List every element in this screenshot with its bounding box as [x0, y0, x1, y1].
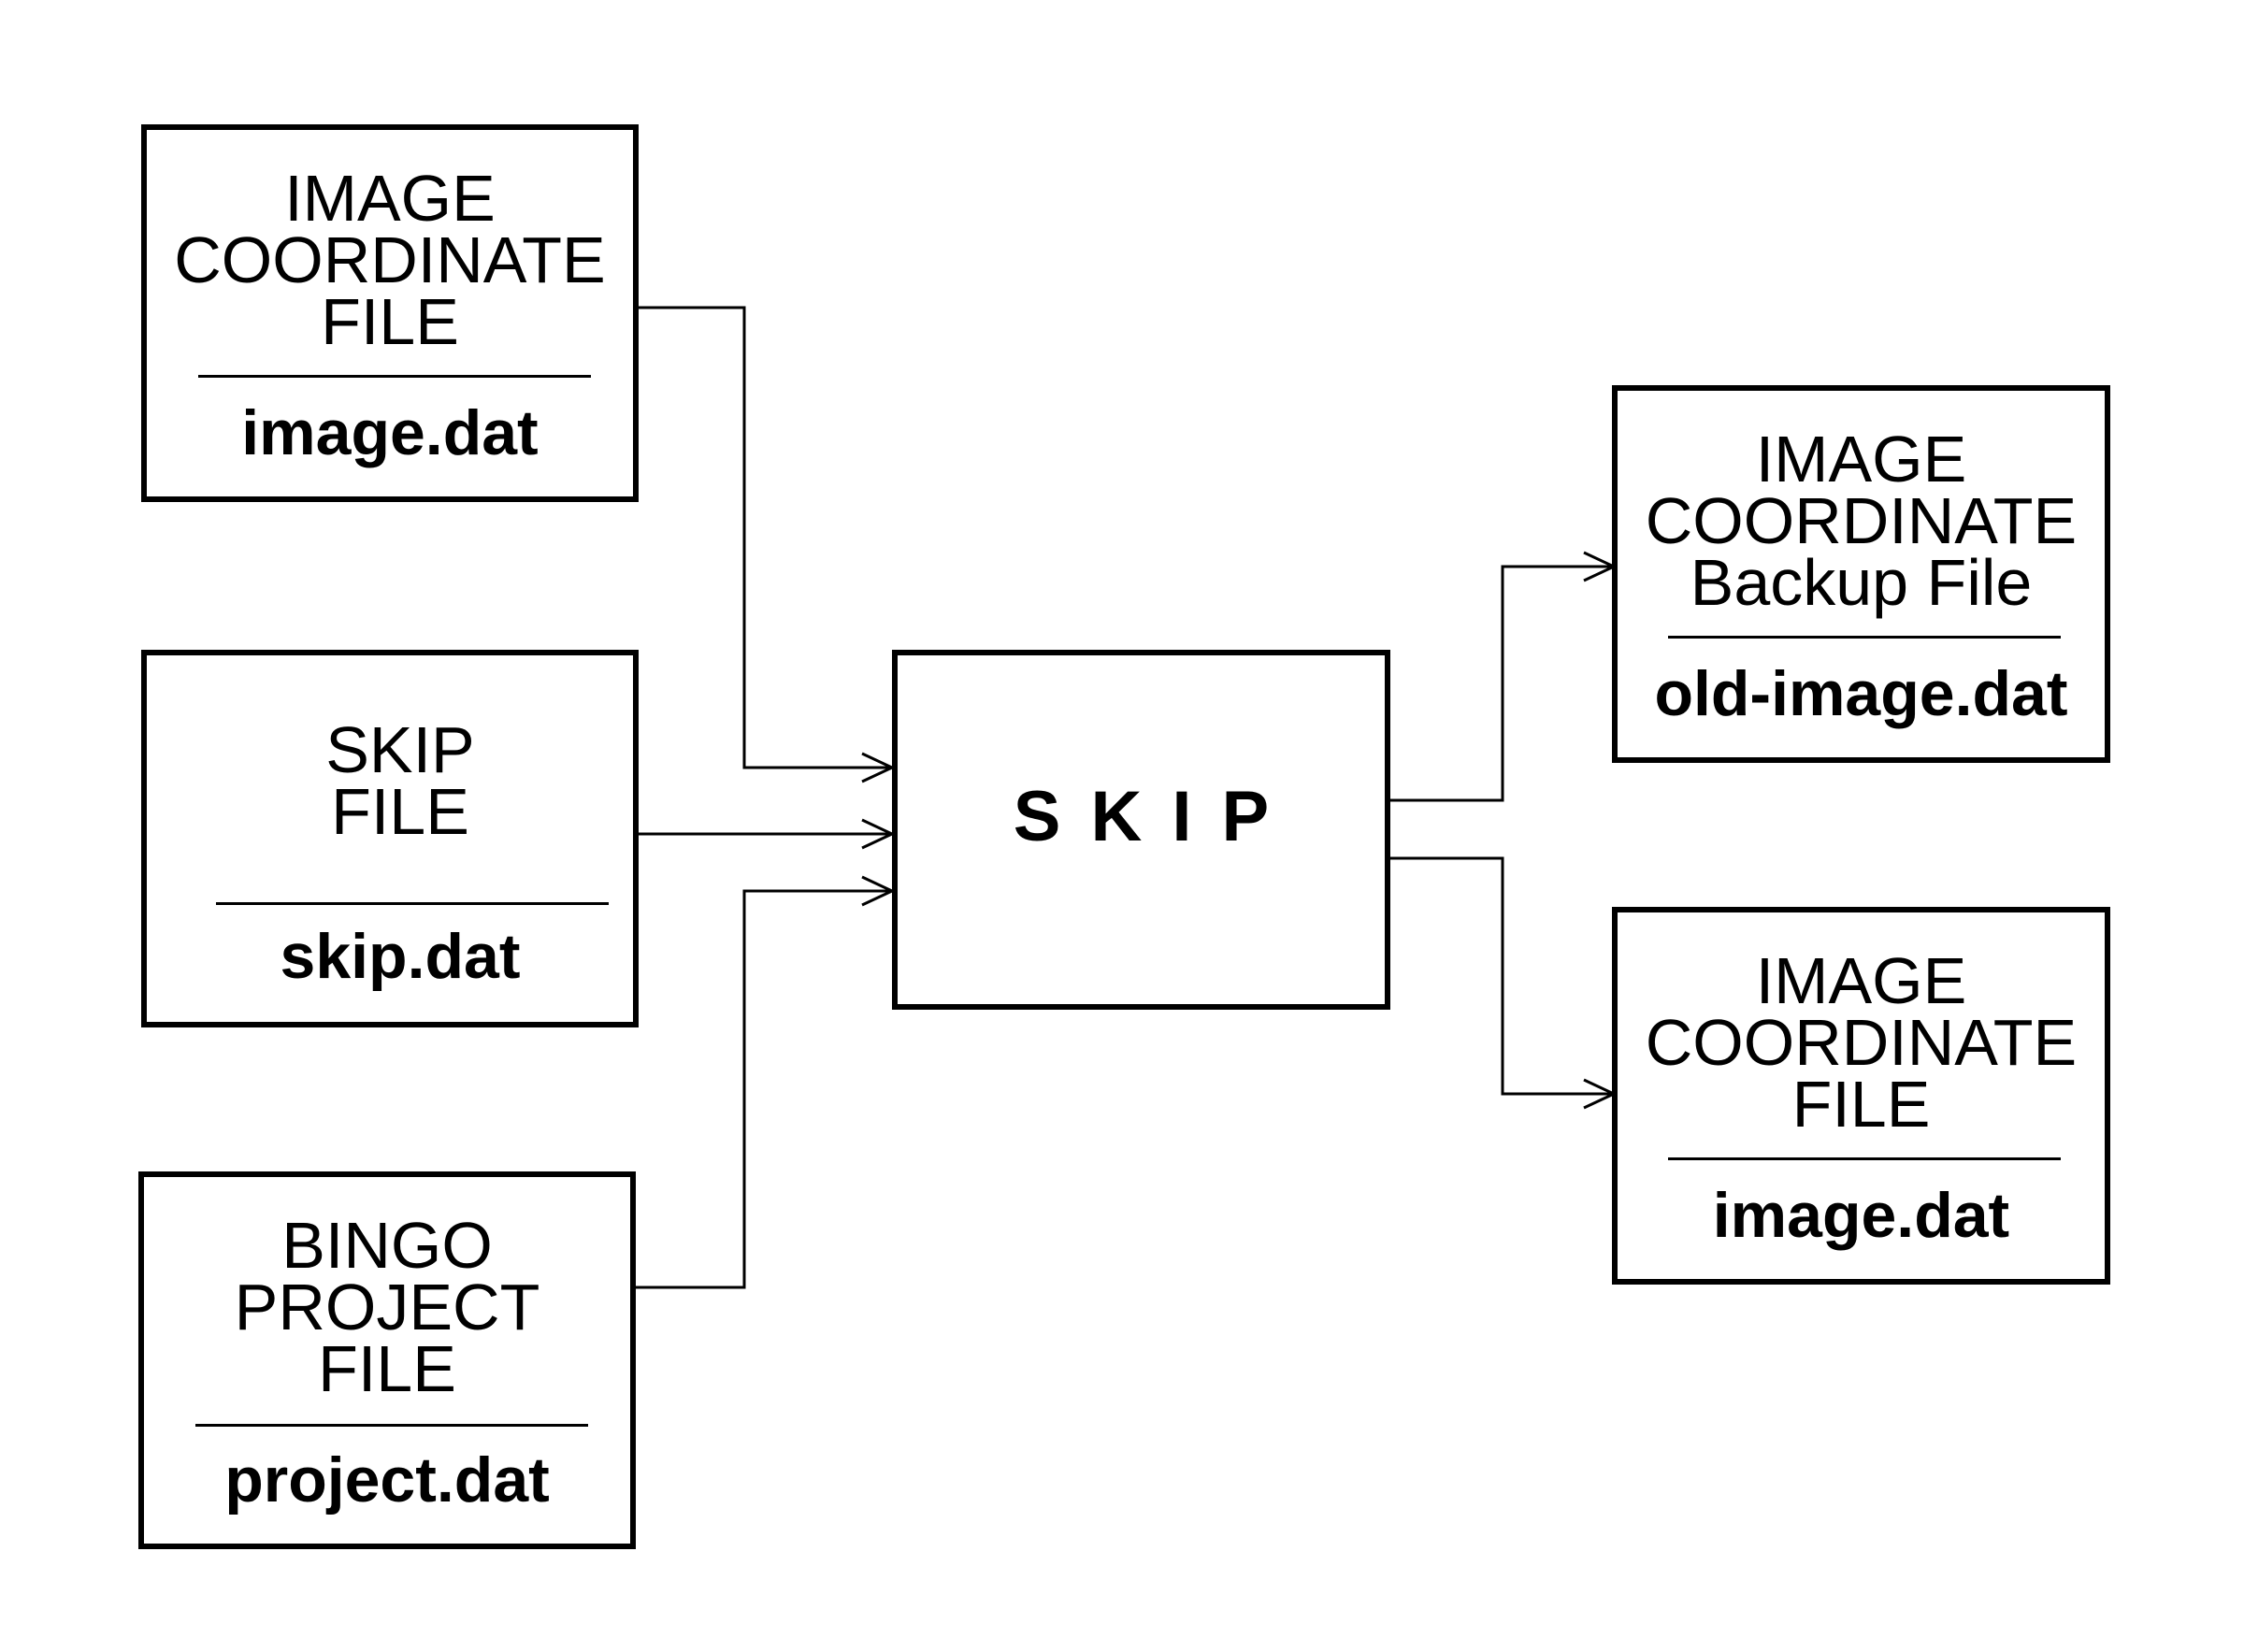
title-line: FILE	[321, 285, 459, 358]
divider	[195, 1424, 588, 1427]
title-line: COORDINATE	[1645, 1006, 2078, 1079]
title-line: COORDINATE	[174, 223, 606, 296]
title-line: FILE	[1791, 1068, 1931, 1141]
filename-label: old-image.dat	[1654, 658, 2068, 729]
divider	[1668, 1157, 2061, 1160]
title-line: SKIP	[325, 713, 475, 786]
title-line: IMAGE	[284, 162, 496, 235]
image-coordinate-file-output-box: IMAGE COORDINATE FILE image.dat	[1612, 907, 2110, 1285]
process-label: SKIP	[1013, 777, 1300, 856]
filename-label: skip.dat	[280, 921, 521, 992]
filename-label: image.dat	[1712, 1180, 2010, 1251]
title-line: FILE	[331, 775, 469, 848]
file-box-title: IMAGE COORDINATE FILE	[1618, 944, 2105, 1141]
title-line: IMAGE	[1755, 423, 1967, 496]
divider	[216, 902, 609, 905]
file-box-title: IMAGE COORDINATE FILE	[147, 162, 633, 358]
connector-image-coordinate-file-to-skip	[637, 306, 892, 769]
connector-bingo-project-file-to-skip	[634, 889, 892, 1289]
connector-skip-to-image-coordinate-file-output	[1387, 856, 1614, 1096]
filename-label: project.dat	[224, 1444, 550, 1516]
image-coordinate-backup-file-box: IMAGE COORDINATE Backup File old-image.d…	[1612, 385, 2110, 763]
file-box-title: BINGO PROJECT FILE	[144, 1209, 630, 1405]
title-line: PROJECT	[234, 1271, 540, 1343]
divider	[198, 375, 591, 378]
title-line: Backup File	[1690, 546, 2033, 619]
bingo-project-file-box: BINGO PROJECT FILE project.dat	[138, 1171, 636, 1549]
divider	[1668, 636, 2061, 639]
skip-file-box: SKIP FILE skip.dat	[141, 650, 639, 1027]
file-box-title: IMAGE COORDINATE Backup File	[1618, 423, 2105, 619]
title-line: BINGO	[281, 1209, 493, 1282]
file-box-title: SKIP FILE	[147, 713, 633, 848]
image-coordinate-file-box: IMAGE COORDINATE FILE image.dat	[141, 124, 639, 502]
filename-label: image.dat	[241, 397, 539, 468]
title-line: IMAGE	[1755, 944, 1967, 1017]
title-line: FILE	[318, 1332, 456, 1405]
skip-process-box: SKIP	[892, 650, 1390, 1010]
title-line: COORDINATE	[1645, 484, 2078, 557]
connector-skip-to-backup-file	[1387, 565, 1614, 802]
